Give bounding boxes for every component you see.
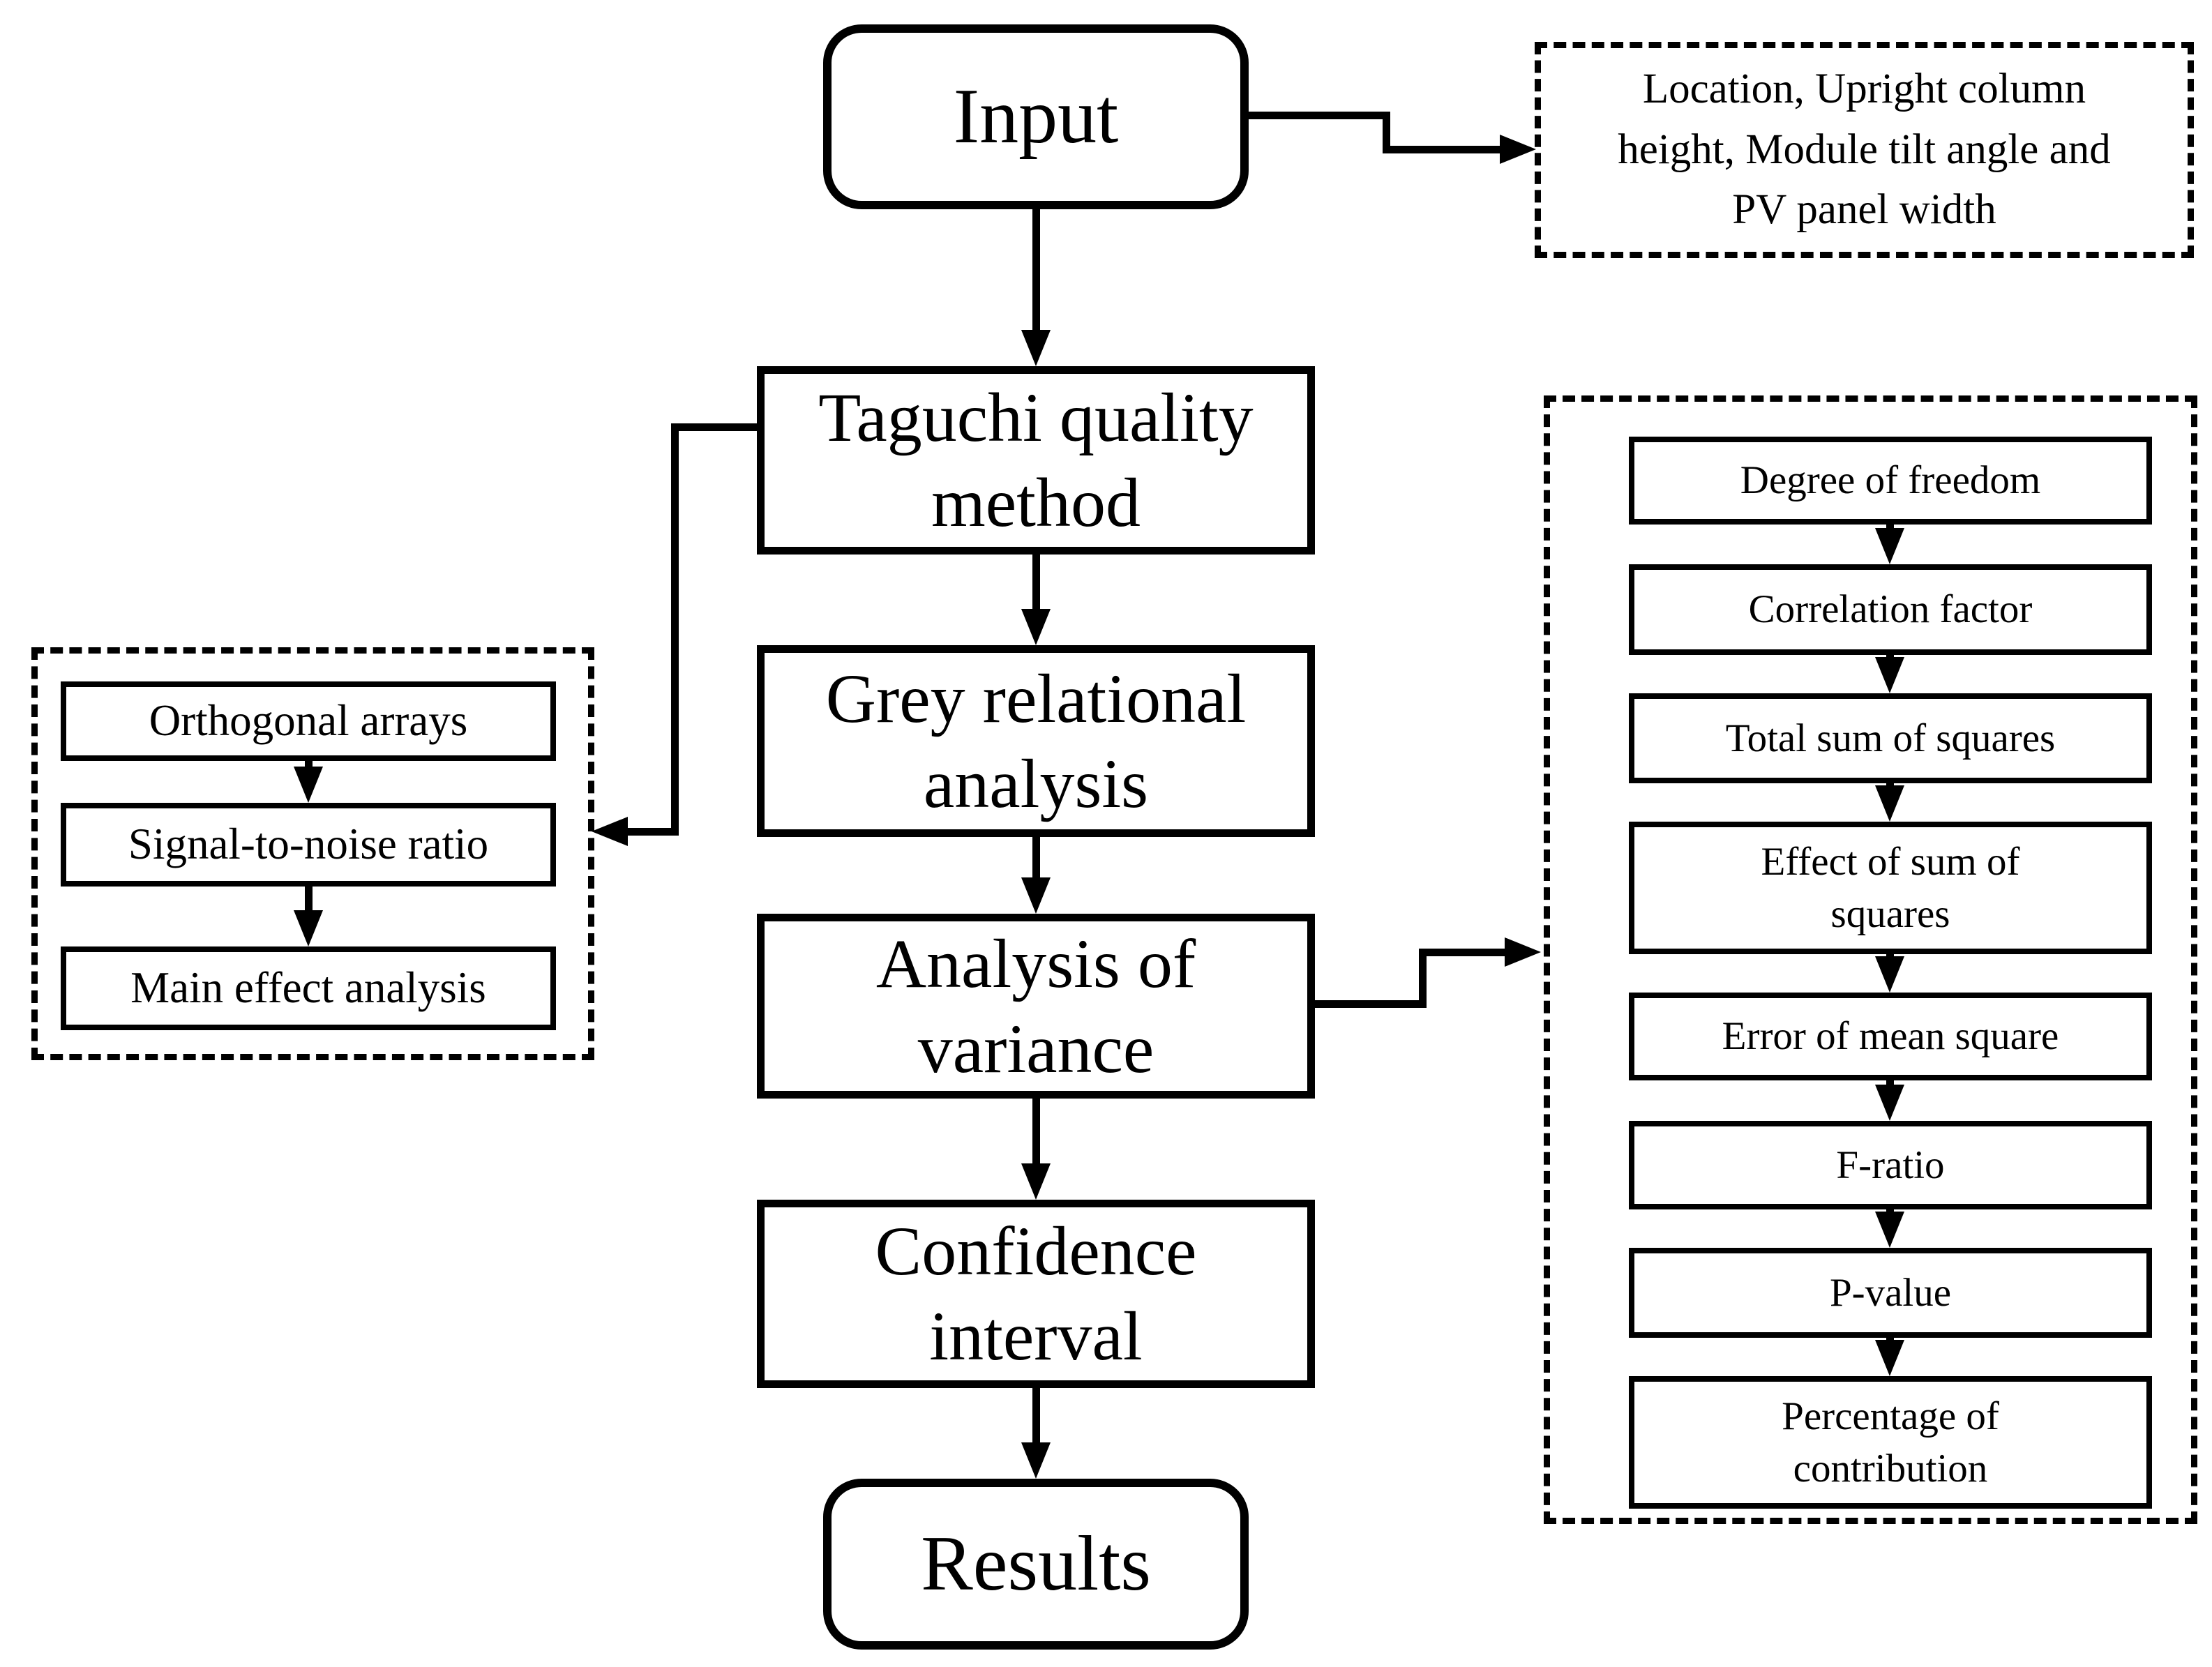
node-analysis-of-variance: Analysis of variance xyxy=(757,914,1315,1099)
arrowhead-down-icon xyxy=(1875,956,1904,993)
node-label: Percentage of xyxy=(1782,1394,1999,1438)
arrowhead-down-icon xyxy=(1875,785,1904,822)
node-label: Correlation factor xyxy=(1748,587,2033,632)
input-parameters-line: PV panel width xyxy=(1732,186,1996,234)
connector-segment xyxy=(1249,112,1383,119)
node-label: F-ratio xyxy=(1836,1142,1945,1187)
node-f-ratio: F-ratio xyxy=(1629,1121,2152,1209)
arrowhead-down-icon xyxy=(1021,1163,1051,1200)
node-confidence-interval: Confidence interval xyxy=(757,1200,1315,1388)
node-grey-relational-analysis: Grey relational analysis xyxy=(757,645,1315,837)
node-results: Results xyxy=(823,1479,1249,1650)
connector-segment xyxy=(628,828,679,836)
node-total-sum-of-squares: Total sum of squares xyxy=(1629,693,2152,783)
node-label: Confidence interval xyxy=(875,1212,1197,1375)
connector-segment xyxy=(1032,1099,1040,1167)
node-signal-to-noise-ratio: Signal-to-noise ratio xyxy=(61,803,556,887)
node-label: contribution xyxy=(1793,1447,1988,1491)
node-label: Analysis of variance xyxy=(875,924,1196,1087)
arrowhead-right-icon xyxy=(1505,937,1541,967)
connector-segment xyxy=(1383,146,1501,153)
arrowhead-down-icon xyxy=(294,910,323,946)
node-label: Signal-to-noise ratio xyxy=(128,820,489,869)
input-parameters-line: height, Module tilt angle and xyxy=(1618,126,2111,173)
node-label: Grey relational analysis xyxy=(825,659,1247,822)
node-main-effect-analysis: Main effect analysis xyxy=(61,946,556,1030)
arrowhead-down-icon xyxy=(294,767,323,803)
input-parameters-text: Location, Upright column height, Module … xyxy=(1541,48,2188,252)
group-anova-steps: Degree of freedom Correlation factor Tot… xyxy=(1544,395,2197,1524)
arrowhead-down-icon xyxy=(1021,609,1051,645)
node-label: Orthogonal arrays xyxy=(149,696,468,746)
connector-segment xyxy=(1315,1000,1427,1008)
node-label: Results xyxy=(921,1521,1151,1608)
arrowhead-down-icon xyxy=(1021,1442,1051,1479)
node-label: Error of mean square xyxy=(1722,1014,2059,1059)
arrowhead-down-icon xyxy=(1875,657,1904,693)
node-taguchi-quality-method: Taguchi quality method xyxy=(757,366,1315,555)
connector-segment xyxy=(671,423,679,836)
node-label: squares xyxy=(1830,892,1950,936)
group-taguchi-steps: Orthogonal arrays Signal-to-noise ratio … xyxy=(31,647,594,1060)
node-label: Total sum of squares xyxy=(1725,716,2056,760)
node-effect-of-sum-of-squares: Effect of sum of squares xyxy=(1629,822,2152,954)
connector-segment xyxy=(1032,1388,1040,1446)
arrowhead-right-icon xyxy=(1500,135,1536,164)
node-correlation-factor: Correlation factor xyxy=(1629,564,2152,655)
group-input-parameters: Location, Upright column height, Module … xyxy=(1535,42,2194,258)
node-label: Effect of sum of xyxy=(1761,839,2020,884)
node-degree-of-freedom: Degree of freedom xyxy=(1629,437,2152,525)
node-p-value: P-value xyxy=(1629,1248,2152,1338)
node-label: Degree of freedom xyxy=(1740,458,2041,503)
input-parameters-line: Location, Upright column xyxy=(1642,66,2086,113)
connector-segment xyxy=(1383,112,1390,153)
node-percentage-of-contribution: Percentage of contribution xyxy=(1629,1376,2152,1509)
arrowhead-down-icon xyxy=(1875,1085,1904,1121)
arrowhead-left-icon xyxy=(592,817,628,846)
connector-segment xyxy=(1032,837,1040,881)
connector-segment xyxy=(671,423,757,431)
connector-segment xyxy=(1032,555,1040,612)
arrowhead-down-icon xyxy=(1021,877,1051,914)
arrowhead-down-icon xyxy=(1875,528,1904,564)
connector-segment xyxy=(1419,949,1506,956)
connector-segment xyxy=(305,761,313,771)
node-label: P-value xyxy=(1829,1270,1952,1315)
node-label: Input xyxy=(953,73,1119,160)
arrowhead-down-icon xyxy=(1875,1212,1904,1248)
node-error-of-mean-square: Error of mean square xyxy=(1629,993,2152,1080)
node-label: Taguchi quality method xyxy=(818,379,1254,541)
connector-segment xyxy=(1419,949,1427,1008)
arrowhead-down-icon xyxy=(1875,1340,1904,1376)
node-input: Input xyxy=(823,24,1249,209)
connector-segment xyxy=(1032,209,1040,333)
connector-segment xyxy=(305,887,313,914)
node-orthogonal-arrays: Orthogonal arrays xyxy=(61,681,556,761)
node-label: Main effect analysis xyxy=(130,963,486,1013)
arrowhead-down-icon xyxy=(1021,330,1051,366)
